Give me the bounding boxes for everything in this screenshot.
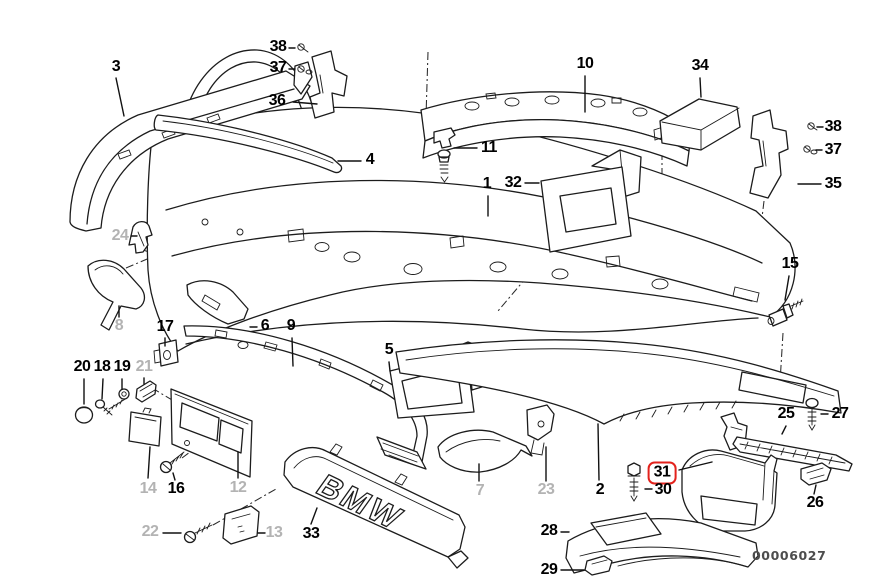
part-36-bracket-drawing	[310, 51, 347, 118]
part-29-clip-drawing	[585, 556, 612, 575]
part-label-37[interactable]: 37	[269, 59, 287, 76]
part-18-screw-drawing	[96, 400, 113, 415]
part-3-molding-strip-drawing	[70, 62, 312, 231]
part-label-35[interactable]: 35	[824, 175, 842, 192]
part-34-absorber-block-drawing	[654, 99, 740, 150]
diagram-code: 00006027	[752, 548, 827, 563]
part-label-9[interactable]: 9	[286, 317, 296, 334]
part-6-trim-drawing	[187, 281, 248, 324]
part-17-clip-drawing	[154, 340, 178, 366]
part-label-16[interactable]: 16	[167, 480, 185, 497]
part-31-duct-drawing	[682, 450, 777, 531]
part-2-lower-spoiler-drawing	[396, 340, 841, 424]
part-label-17[interactable]: 17	[156, 318, 174, 335]
part-label-1[interactable]: 1	[482, 175, 492, 192]
part-label-12[interactable]: 12	[229, 479, 247, 496]
part-label-30[interactable]: 30	[654, 481, 672, 498]
part-label-38[interactable]: 38	[269, 38, 287, 55]
screw-38-left-icon	[298, 44, 308, 52]
part-22-screw-drawing	[185, 523, 213, 543]
part-16-screw-drawing	[161, 452, 185, 473]
part-33-bmw-panel-drawing: BMW	[284, 444, 468, 568]
part-label-25[interactable]: 25	[777, 405, 795, 422]
part-label-21[interactable]: 21	[135, 358, 153, 375]
part-label-37[interactable]: 37	[824, 141, 842, 158]
part-21-barrel-clip-drawing	[136, 381, 156, 402]
part-label-18[interactable]: 18	[93, 358, 111, 375]
part-35-bracket-drawing	[750, 110, 788, 198]
part-12-filler-panel-drawing	[171, 389, 252, 477]
part-label-34[interactable]: 34	[691, 57, 709, 74]
part-24-clip-drawing	[129, 222, 152, 253]
part-label-8[interactable]: 8	[114, 317, 124, 334]
part-label-14[interactable]: 14	[139, 480, 157, 497]
part-4-trim-strip-drawing	[154, 115, 341, 173]
part-11-rivet-drawing	[434, 128, 455, 182]
part-32-bracket-drawing	[541, 150, 641, 252]
part-8-end-cap-drawing	[88, 260, 144, 330]
part-label-27[interactable]: 27	[831, 405, 849, 422]
part-label-10[interactable]: 10	[576, 55, 594, 72]
part-27-screw-drawing	[806, 399, 818, 431]
part-label-33[interactable]: 33	[302, 525, 320, 542]
part-label-2[interactable]: 2	[595, 481, 605, 498]
part-20-plug-drawing	[76, 407, 93, 423]
part-label-31-highlighted[interactable]: 31	[647, 461, 677, 485]
label-leader-lines	[84, 48, 828, 570]
part-label-19[interactable]: 19	[113, 358, 131, 375]
part-label-11[interactable]: 11	[481, 139, 497, 156]
screw-37-left-icon	[298, 66, 312, 74]
part-label-29[interactable]: 29	[540, 561, 558, 578]
part-19-nut-stud-drawing	[109, 389, 129, 409]
part-13-clip-drawing	[223, 506, 259, 544]
part-14-plate-drawing	[129, 408, 161, 446]
part-15-bolt-drawing	[768, 299, 803, 326]
part-label-5[interactable]: 5	[384, 341, 394, 358]
part-label-26[interactable]: 26	[806, 494, 824, 511]
part-label-36[interactable]: 36	[268, 92, 286, 109]
part-label-3[interactable]: 3	[111, 58, 121, 75]
part-label-32[interactable]: 32	[504, 174, 522, 191]
screw-38-right-icon	[808, 123, 817, 130]
part-label-4[interactable]: 4	[365, 151, 375, 168]
part-label-38[interactable]: 38	[824, 118, 842, 135]
part-7-cover-drawing	[438, 430, 532, 472]
part-label-15[interactable]: 15	[781, 255, 799, 272]
part-28-air-duct-drawing	[566, 513, 758, 573]
part-label-23[interactable]: 23	[537, 481, 555, 498]
part-label-28[interactable]: 28	[540, 522, 558, 539]
part-label-7[interactable]: 7	[475, 482, 485, 499]
part-23-bracket-drawing	[527, 405, 554, 455]
part-label-24[interactable]: 24	[111, 227, 129, 244]
part-26-clip-drawing	[801, 463, 831, 485]
part-label-6[interactable]: 6	[260, 317, 270, 334]
screw-37-right-icon	[804, 146, 817, 154]
part-30-screw-drawing	[628, 463, 640, 501]
part-label-20[interactable]: 20	[73, 358, 91, 375]
part-label-13[interactable]: 13	[265, 524, 283, 541]
part-label-22[interactable]: 22	[141, 523, 159, 540]
